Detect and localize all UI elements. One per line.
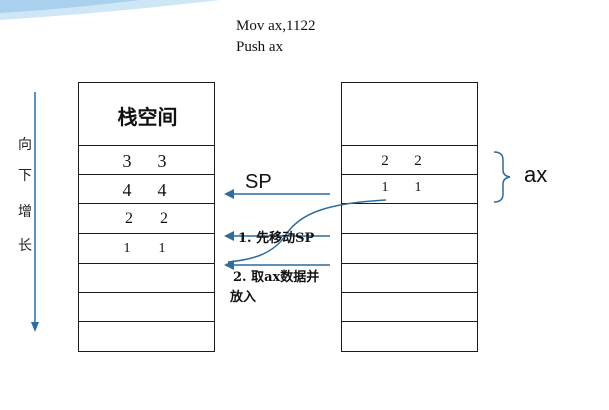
step2-label-line1: 2. 取ax数据并 xyxy=(233,270,320,285)
stack-title: 栈空间 xyxy=(117,105,178,129)
row-divider xyxy=(342,263,477,264)
row-divider xyxy=(79,292,214,293)
top-decoration xyxy=(0,0,220,20)
row-divider xyxy=(79,145,214,146)
step1-label: 1. 先移动SP xyxy=(238,231,315,246)
stack-cell-value: 4 xyxy=(122,180,132,200)
right-stack: 2 2 1 1 xyxy=(341,82,478,352)
stack-cell-value: 2 xyxy=(381,153,389,169)
row-divider xyxy=(342,321,477,322)
row-divider xyxy=(342,145,477,146)
row-divider xyxy=(79,203,214,204)
direction-char-2: 下 xyxy=(18,168,32,184)
direction-char-1: 向 xyxy=(18,137,32,153)
stack-cell-value: 2 xyxy=(160,210,168,227)
direction-char-3: 增 xyxy=(18,204,32,220)
stack-cell-value: 1 xyxy=(158,241,166,256)
row-divider xyxy=(79,233,214,234)
row-divider xyxy=(79,263,214,264)
stack-cell-value: 4 xyxy=(157,180,167,200)
stack-cell-value: 1 xyxy=(414,180,422,195)
code-line-mov: Mov ax,1122 xyxy=(236,18,316,34)
step2-label-line2: 放入 xyxy=(230,290,257,305)
ax-label: ax xyxy=(524,162,548,187)
stack-cell-value: 3 xyxy=(157,151,167,171)
stack-cell-value: 2 xyxy=(125,210,133,227)
row-divider xyxy=(342,233,477,234)
code-line-push: Push ax xyxy=(236,39,284,55)
row-divider xyxy=(79,174,214,175)
direction-char-4: 长 xyxy=(18,238,32,254)
stack-cell-value: 1 xyxy=(381,180,389,195)
row-divider xyxy=(342,203,477,204)
row-divider xyxy=(342,292,477,293)
stack-cell-value: 1 xyxy=(123,241,131,256)
left-stack: 栈空间 3 3 4 4 2 2 1 1 xyxy=(78,82,215,352)
row-divider xyxy=(342,174,477,175)
row-divider xyxy=(79,321,214,322)
stack-cell-value: 3 xyxy=(122,151,132,171)
sp-label: SP xyxy=(245,171,272,193)
stack-cell-value: 2 xyxy=(414,153,422,169)
